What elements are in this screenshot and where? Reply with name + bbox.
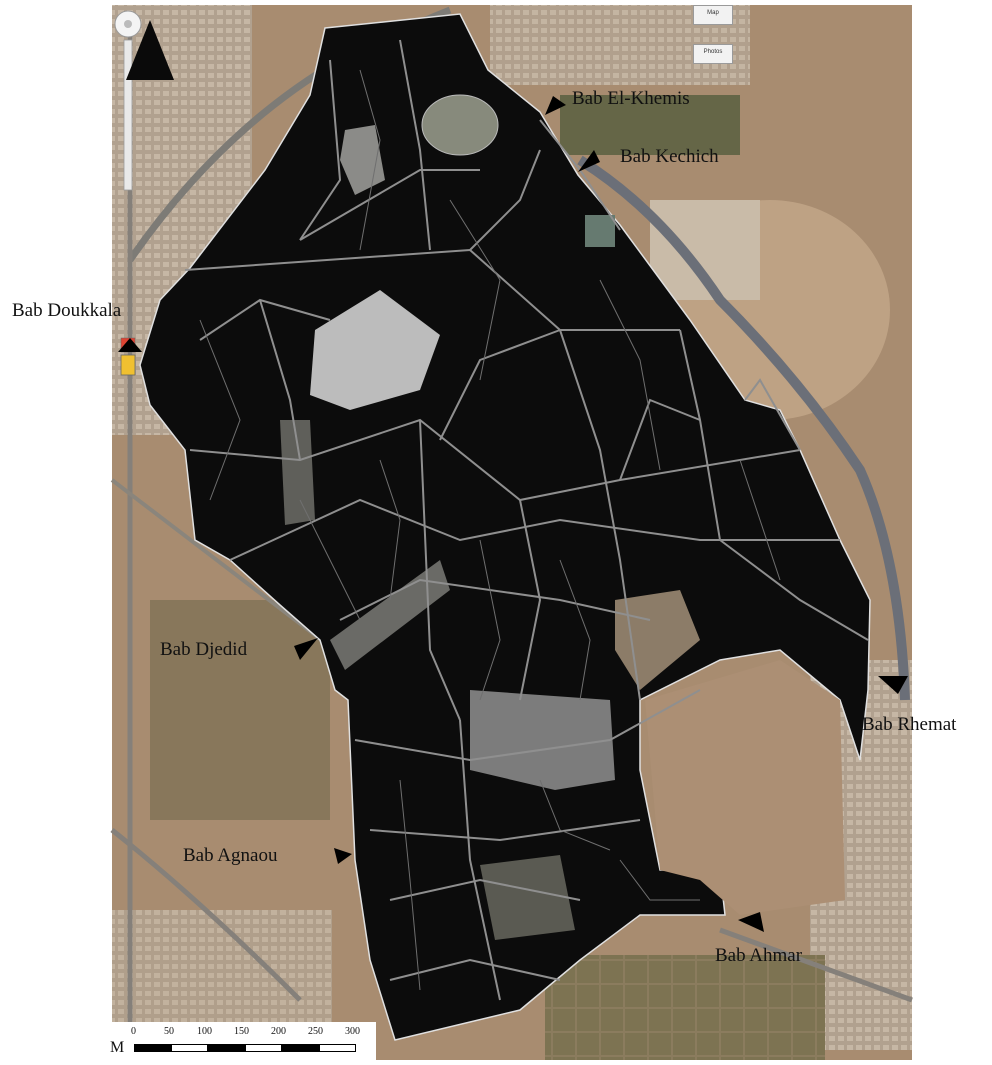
open-plot-east (615, 590, 700, 690)
agdal-open-zone (645, 660, 845, 915)
ring-road (577, 155, 910, 701)
zoom-handle[interactable] (120, 354, 136, 376)
kasbah-district (470, 690, 615, 790)
scale-tick: 250 (308, 1026, 323, 1037)
olive-grove (560, 95, 740, 155)
scale-tick: 200 (271, 1026, 286, 1037)
gate-label-bab-el-khemis: Bab El-Khemis (572, 88, 690, 109)
scale-segment (282, 1044, 319, 1052)
scale-segment (245, 1044, 282, 1052)
garden-north (421, 94, 499, 156)
scale-tick: 300 (345, 1026, 360, 1037)
street-network (184, 39, 869, 1001)
map-type-button[interactable]: Map (693, 5, 733, 25)
photos-type-button[interactable]: Photos (693, 44, 733, 64)
road-southeast (719, 927, 913, 1003)
scale-tick: 100 (197, 1026, 212, 1037)
scale-segment (319, 1044, 356, 1052)
gate-label-bab-kechich: Bab Kechich (620, 146, 719, 167)
royal-palace-garden (480, 855, 575, 940)
north-arrow-icon (126, 20, 174, 80)
scale-bar: M 0 50 100 150 200 250 300 (108, 1022, 376, 1062)
scale-unit: M (110, 1039, 125, 1056)
gate-label-bab-djedid: Bab Djedid (160, 639, 248, 660)
scale-tick: 50 (164, 1026, 174, 1037)
pan-control[interactable] (114, 10, 142, 38)
park-west (280, 420, 315, 525)
square-north (340, 125, 385, 195)
fields-southeast (545, 955, 825, 1060)
zoom-slider[interactable] (123, 39, 133, 191)
scale-tick: 150 (234, 1026, 249, 1037)
scale-segment (134, 1044, 171, 1052)
gate-label-bab-doukkala: Bab Doukkala (12, 300, 122, 321)
cemetery-district (310, 290, 440, 410)
fields-west (150, 600, 330, 820)
gate-label-bab-agnaou: Bab Agnaou (183, 845, 278, 866)
street-network-fine (199, 69, 781, 991)
scale-segment (208, 1044, 245, 1052)
gate-pointer-icon (118, 96, 908, 932)
gate-label-bab-ahmar: Bab Ahmar (715, 945, 803, 966)
diagonal-strip (330, 560, 450, 670)
scale-segment (171, 1044, 208, 1052)
road-southwest (110, 828, 302, 1002)
plot-north-east (585, 215, 615, 247)
scale-tick: 0 (131, 1026, 136, 1037)
gate-label-bab-rhemat: Bab Rhemat (862, 714, 957, 735)
